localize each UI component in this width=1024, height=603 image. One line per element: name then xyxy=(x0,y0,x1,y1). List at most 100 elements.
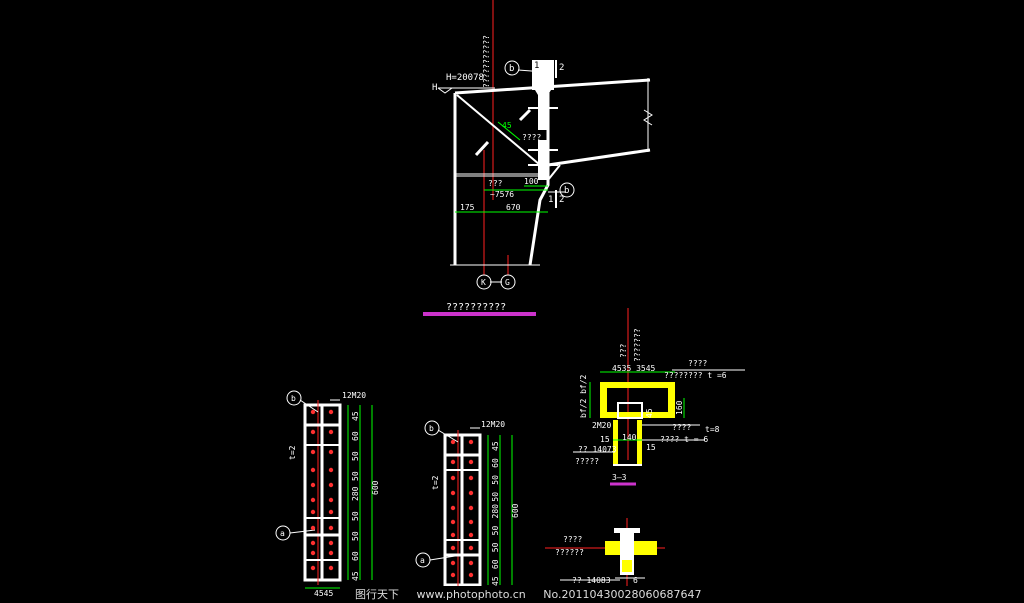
mid-plate-text: 12M20 b a t=2 600 xyxy=(420,420,520,565)
section-33-t8: t=8 xyxy=(705,425,720,434)
small-piece-2 xyxy=(518,108,532,122)
bolt-hole xyxy=(328,497,334,503)
bolt-hole xyxy=(328,565,334,571)
left-plate-bubble-a xyxy=(275,525,291,541)
section-33-dim-140: 140 xyxy=(622,433,637,442)
dim-value: 45 xyxy=(491,441,500,451)
dim-value: 50 xyxy=(351,471,360,481)
label-2-top: 2 xyxy=(559,63,564,73)
beam-bottom-curve xyxy=(547,164,561,181)
left-plate-leader-a xyxy=(289,529,316,534)
section-33-note-top-1: ???? xyxy=(688,359,707,368)
dim-value: 50 xyxy=(491,542,500,552)
dim-value: 45 xyxy=(351,411,360,421)
left-plate-leader-b xyxy=(299,399,319,413)
end-plate-top xyxy=(532,60,554,90)
label-2-bottom: 2 xyxy=(559,195,564,205)
mid-plate-thickness: t=2 xyxy=(431,475,440,490)
section-33-stem-left xyxy=(613,420,618,465)
section-33-web-bottom xyxy=(607,412,668,418)
section-bottom-note-2: ?????? xyxy=(555,548,584,557)
left-plate-bottom-dim: 4545 xyxy=(314,589,333,598)
section-bottom-dim-6: 6 xyxy=(633,576,638,585)
bolt-hole xyxy=(450,532,456,538)
dim-175: 175 xyxy=(460,203,475,212)
section-33-dim-15b: 15 xyxy=(646,443,656,452)
section-33-side-dim: bf/2 bf/2 xyxy=(579,374,588,418)
bolt-hole xyxy=(310,525,316,531)
dim-value: 50 xyxy=(351,451,360,461)
bolt-hole xyxy=(468,532,474,538)
section-33-t6: ???? t = 6 xyxy=(660,435,708,444)
section-33-title: 3—3 xyxy=(612,473,627,482)
section-bottom-text: ???? ?????? ?? 14083 6 xyxy=(555,535,638,585)
bolt-hole xyxy=(468,475,474,481)
bolt-hole xyxy=(310,449,316,455)
bolt-hole xyxy=(310,509,316,515)
section-33-dim-45: 45 xyxy=(645,408,654,418)
left-plate-bolts xyxy=(310,409,334,571)
section-33-plate: ?? 14073 xyxy=(578,445,617,454)
dim-value: 60 xyxy=(491,559,500,569)
column-right-flange xyxy=(528,93,550,266)
bolt-hole xyxy=(310,482,316,488)
dim-45: 45 xyxy=(502,121,512,130)
bolt-hole xyxy=(310,409,316,415)
bolt-hole xyxy=(450,459,456,465)
section-bottom-note-1: ???? xyxy=(563,535,582,544)
bubble-k xyxy=(476,274,492,290)
left-plate-bubble-b xyxy=(286,390,302,406)
bolt-hole xyxy=(450,519,456,525)
section-33-plate-note: ????? xyxy=(575,457,599,466)
bolt-hole xyxy=(468,572,474,578)
section-33-plate xyxy=(617,402,643,419)
left-plate-text: 12M20 b a t=2 600 4545 xyxy=(280,391,380,598)
dim-value: 280 xyxy=(491,504,500,519)
elevation-h: H xyxy=(432,83,437,93)
mid-plate-bubble-b xyxy=(424,420,440,436)
dim-value: 50 xyxy=(351,531,360,541)
end-plate-lower xyxy=(538,140,548,180)
mid-plate-leader-a xyxy=(429,555,456,561)
section-33-left-flange xyxy=(600,382,607,418)
bolt-hole xyxy=(450,475,456,481)
watermark-number: No.20110430028060687647 xyxy=(543,588,702,601)
section-33-dim-160: 160 xyxy=(675,400,684,415)
bubble-b-bottom xyxy=(559,182,575,198)
bolt-hole xyxy=(450,505,456,511)
bolt-hole xyxy=(468,519,474,525)
section-33-note-left: ??? xyxy=(619,343,628,358)
elevation-text: H=20078 xyxy=(446,73,484,83)
section-33-right-flange xyxy=(668,382,675,418)
bolt-hole xyxy=(468,459,474,465)
section-33-stem-right xyxy=(637,420,642,465)
bolt-hole xyxy=(468,560,474,566)
top-detail xyxy=(423,0,653,316)
end-plate-vertical xyxy=(538,95,548,130)
label-1-top: 1 xyxy=(534,61,539,71)
dim-value: 50 xyxy=(491,526,500,536)
bolt-hole xyxy=(310,550,316,556)
axis-label-g: G xyxy=(505,278,510,287)
section-bottom-plate: ?? 14083 xyxy=(572,576,611,585)
bolt-hole xyxy=(450,490,456,496)
section-33-note-top-2: ???????? t =6 xyxy=(664,371,727,380)
dim-value: 280 xyxy=(351,486,360,501)
dim-100: 100 xyxy=(524,177,539,186)
dim-7576: ~7576 xyxy=(490,190,514,199)
vertical-note: ??????????? xyxy=(482,35,491,88)
left-plate-label-a: a xyxy=(280,529,285,538)
dim-value: 50 xyxy=(351,511,360,521)
left-plate-thickness: t=2 xyxy=(288,445,297,460)
bolt-hole xyxy=(328,482,334,488)
bolt-hole xyxy=(328,449,334,455)
bolt-hole xyxy=(450,560,456,566)
watermark-site: 图行天下 xyxy=(355,588,399,601)
bolt-hole xyxy=(328,509,334,515)
bubble-b-top xyxy=(504,60,520,76)
mid-plate-leader-b xyxy=(437,429,459,443)
left-plate-label-b: b xyxy=(291,394,296,403)
section-bottom xyxy=(545,518,665,590)
bolt-hole xyxy=(468,545,474,551)
